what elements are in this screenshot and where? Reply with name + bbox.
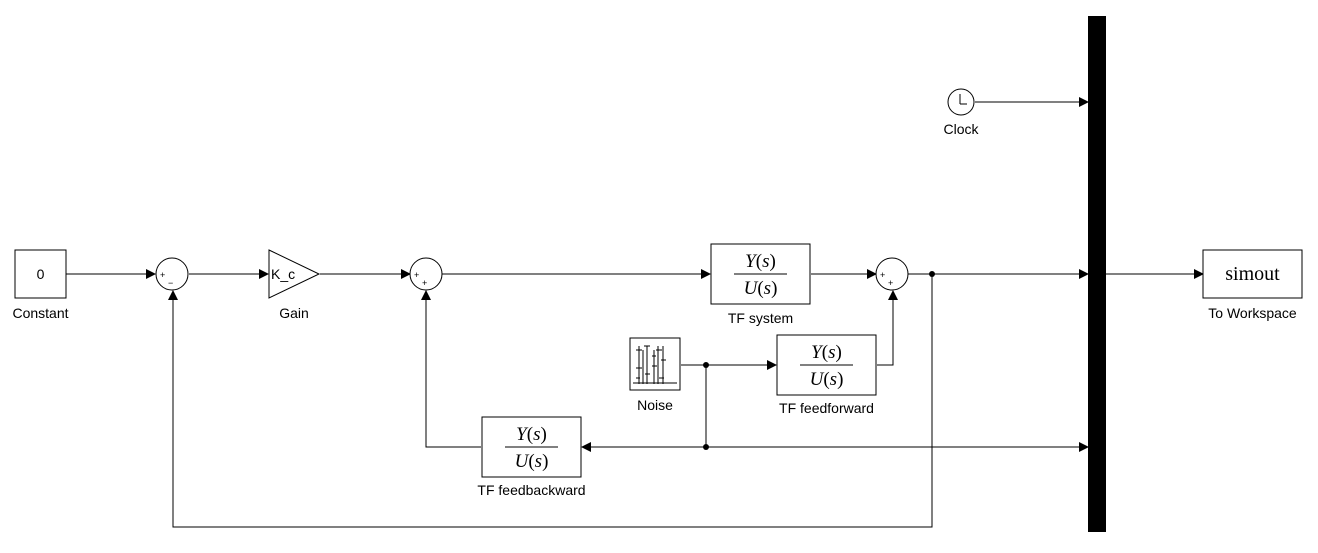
sum3-block[interactable]: + +	[875, 257, 909, 291]
constant-label: Constant	[12, 305, 68, 321]
sum3-sign-bottom: +	[888, 278, 893, 288]
sum1-sign-bottom: −	[168, 278, 173, 288]
sum1-block[interactable]: + −	[155, 257, 189, 291]
noise-label: Noise	[637, 397, 673, 413]
line-tf-feedforward-to-sum3[interactable]	[877, 290, 898, 366]
sum3-sign-top: +	[880, 270, 885, 280]
clock-icon	[959, 94, 967, 105]
tf-system-numerator: Y(s)	[745, 251, 776, 272]
to-workspace-value: simout	[1225, 263, 1280, 285]
tf-feedforward-label: TF feedforward	[779, 400, 874, 416]
tf-feedback-label: TF feedbackward	[477, 482, 585, 498]
tf-feedback-block[interactable]: Y(s) U(s)	[481, 416, 582, 478]
line-output-feedback-to-sum1[interactable]	[168, 274, 933, 528]
sum2-sign-top: +	[414, 270, 419, 280]
sum1-sign-top: +	[160, 270, 165, 280]
junction-dot	[703, 362, 709, 368]
noise-icon	[633, 345, 677, 384]
sum2-sign-bottom: +	[422, 278, 427, 288]
tf-feedforward-block[interactable]: Y(s) U(s)	[776, 334, 877, 396]
tf-feedforward-denominator: U(s)	[810, 369, 844, 390]
line-tf-feedback-to-sum2[interactable]	[421, 290, 481, 448]
clock-block[interactable]	[947, 88, 975, 116]
constant-block[interactable]: 0	[14, 249, 67, 299]
clock-label: Clock	[943, 121, 979, 137]
to-workspace-label: To Workspace	[1208, 305, 1297, 321]
noise-block[interactable]	[629, 337, 681, 391]
tf-feedback-denominator: U(s)	[515, 451, 549, 472]
tf-system-block[interactable]: Y(s) U(s)	[710, 243, 811, 305]
tf-feedforward-numerator: Y(s)	[811, 342, 842, 363]
sum2-block[interactable]: + +	[409, 257, 443, 291]
junction-dot	[703, 444, 709, 450]
junction-dot	[929, 271, 935, 277]
signal-lines	[66, 97, 1204, 528]
tf-feedback-numerator: Y(s)	[516, 424, 547, 445]
tf-system-denominator: U(s)	[744, 278, 778, 299]
gain-value: K_c	[271, 266, 295, 282]
gain-block[interactable]: K_c	[268, 249, 321, 299]
constant-value: 0	[37, 266, 45, 282]
tf-system-label: TF system	[728, 310, 793, 326]
to-workspace-block[interactable]: simout	[1202, 249, 1303, 299]
mux-bar[interactable]	[1088, 16, 1106, 532]
gain-label: Gain	[279, 305, 309, 321]
